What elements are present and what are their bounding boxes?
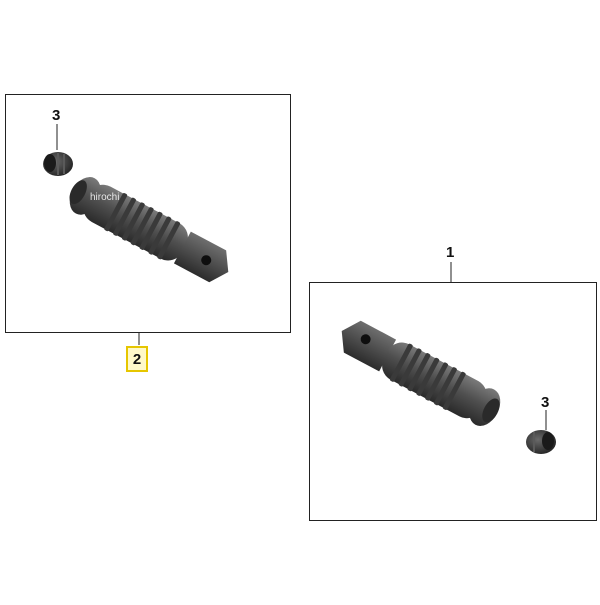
callout-group-left-highlight[interactable]: 2 xyxy=(126,346,148,372)
footpeg-left xyxy=(69,177,229,283)
callout-group-left: 2 xyxy=(132,350,142,368)
group-frame-left xyxy=(5,94,291,333)
cap-right xyxy=(526,430,556,454)
callout-cap-right: 3 xyxy=(541,394,550,411)
cap-left xyxy=(43,152,73,176)
group-frame-right xyxy=(309,282,597,521)
watermark-text: hirochi xyxy=(90,192,120,203)
callout-group-right: 1 xyxy=(446,244,455,261)
footpeg-right xyxy=(341,320,501,426)
callout-cap-left: 3 xyxy=(52,107,61,124)
